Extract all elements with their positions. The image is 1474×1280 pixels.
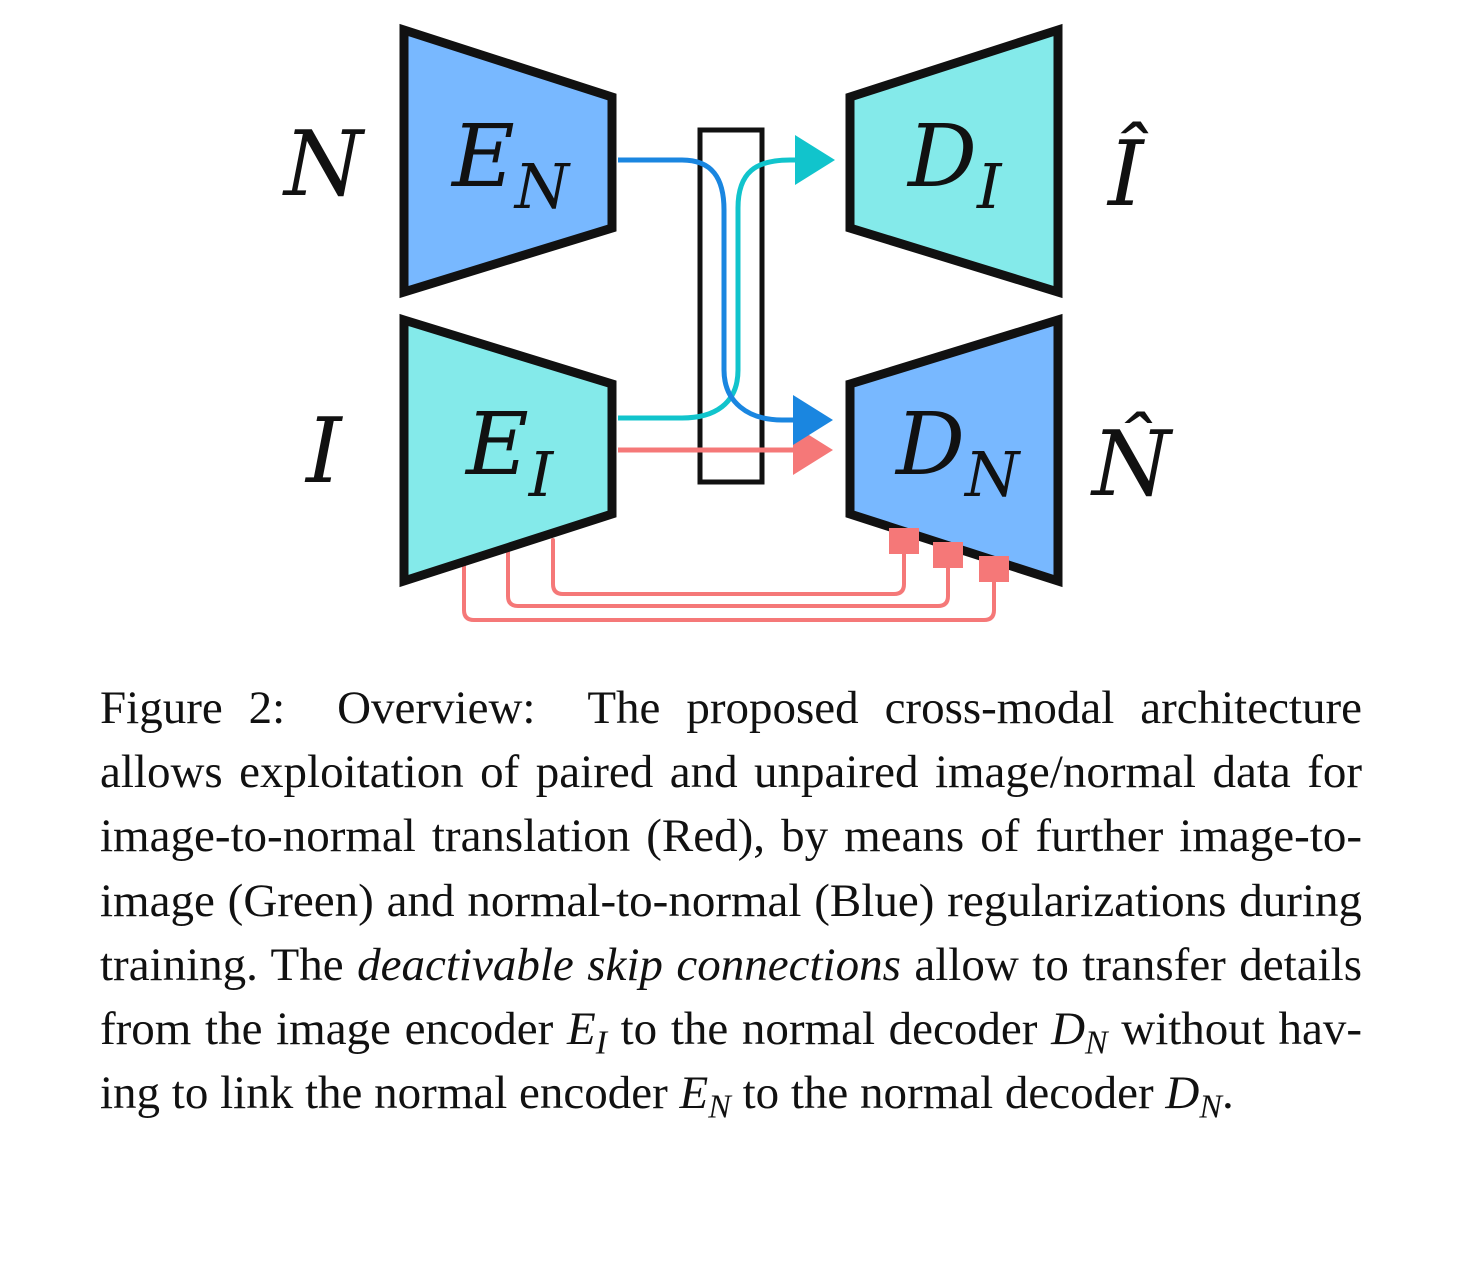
skip-port-3 bbox=[979, 556, 1009, 582]
caption-emphasis: deac­tivable skip connections bbox=[357, 938, 901, 991]
decoder-di-block bbox=[845, 23, 1063, 299]
figure-caption: Figure 2: Overview: The proposed cross-m… bbox=[100, 676, 1362, 1125]
decoder-dn-label: DN bbox=[894, 395, 1022, 511]
output-image-label: Î bbox=[1106, 121, 1149, 227]
path-blue-normal-to-normal bbox=[618, 157, 833, 445]
skip-connection-3 bbox=[462, 562, 996, 622]
caption-math-ei: EI bbox=[566, 1003, 607, 1062]
caption-figure-label: Figure 2: bbox=[100, 682, 286, 734]
caption-text-2: allow to transfer details from the image… bbox=[100, 938, 1362, 1056]
decoder-di-label: DI bbox=[906, 107, 1003, 223]
path-cyan-image-to-image bbox=[618, 135, 835, 421]
architecture-diagram: EN EI DI DN N I Î N̂ bbox=[282, 23, 1174, 622]
latent-bottleneck bbox=[697, 127, 765, 485]
caption-math-en: EN bbox=[679, 1067, 731, 1126]
caption-end: . bbox=[1221, 1067, 1234, 1120]
caption-math-dn-1: DN bbox=[1051, 1003, 1108, 1062]
input-normal-label: N bbox=[282, 112, 366, 217]
caption-text-3: to the normal decoder bbox=[620, 1003, 1038, 1056]
encoder-en-block bbox=[399, 23, 617, 299]
skip-port-1 bbox=[889, 528, 919, 554]
caption-math-dn-2: DN bbox=[1165, 1067, 1222, 1126]
output-normal-label: N̂ bbox=[1090, 412, 1174, 517]
caption-text-4: without hav­ing to link the normal encod… bbox=[100, 1003, 1363, 1120]
encoder-ei-block bbox=[399, 313, 617, 588]
input-image-label: I bbox=[304, 399, 343, 504]
decoder-dn-block bbox=[845, 313, 1063, 588]
skip-connections bbox=[462, 538, 996, 622]
encoder-ei-label: EI bbox=[464, 395, 555, 511]
skip-connection-1 bbox=[551, 538, 906, 596]
caption-lead: Overview: bbox=[337, 682, 536, 734]
skip-port-2 bbox=[933, 542, 963, 568]
skip-connection-2 bbox=[506, 548, 950, 608]
encoder-en-label: EN bbox=[450, 107, 572, 223]
caption-text-5: to the normal decoder bbox=[742, 1067, 1154, 1120]
caption-text-1: The proposed cross-modal archi­tecture a… bbox=[100, 682, 1362, 991]
skip-ports bbox=[889, 528, 1009, 582]
